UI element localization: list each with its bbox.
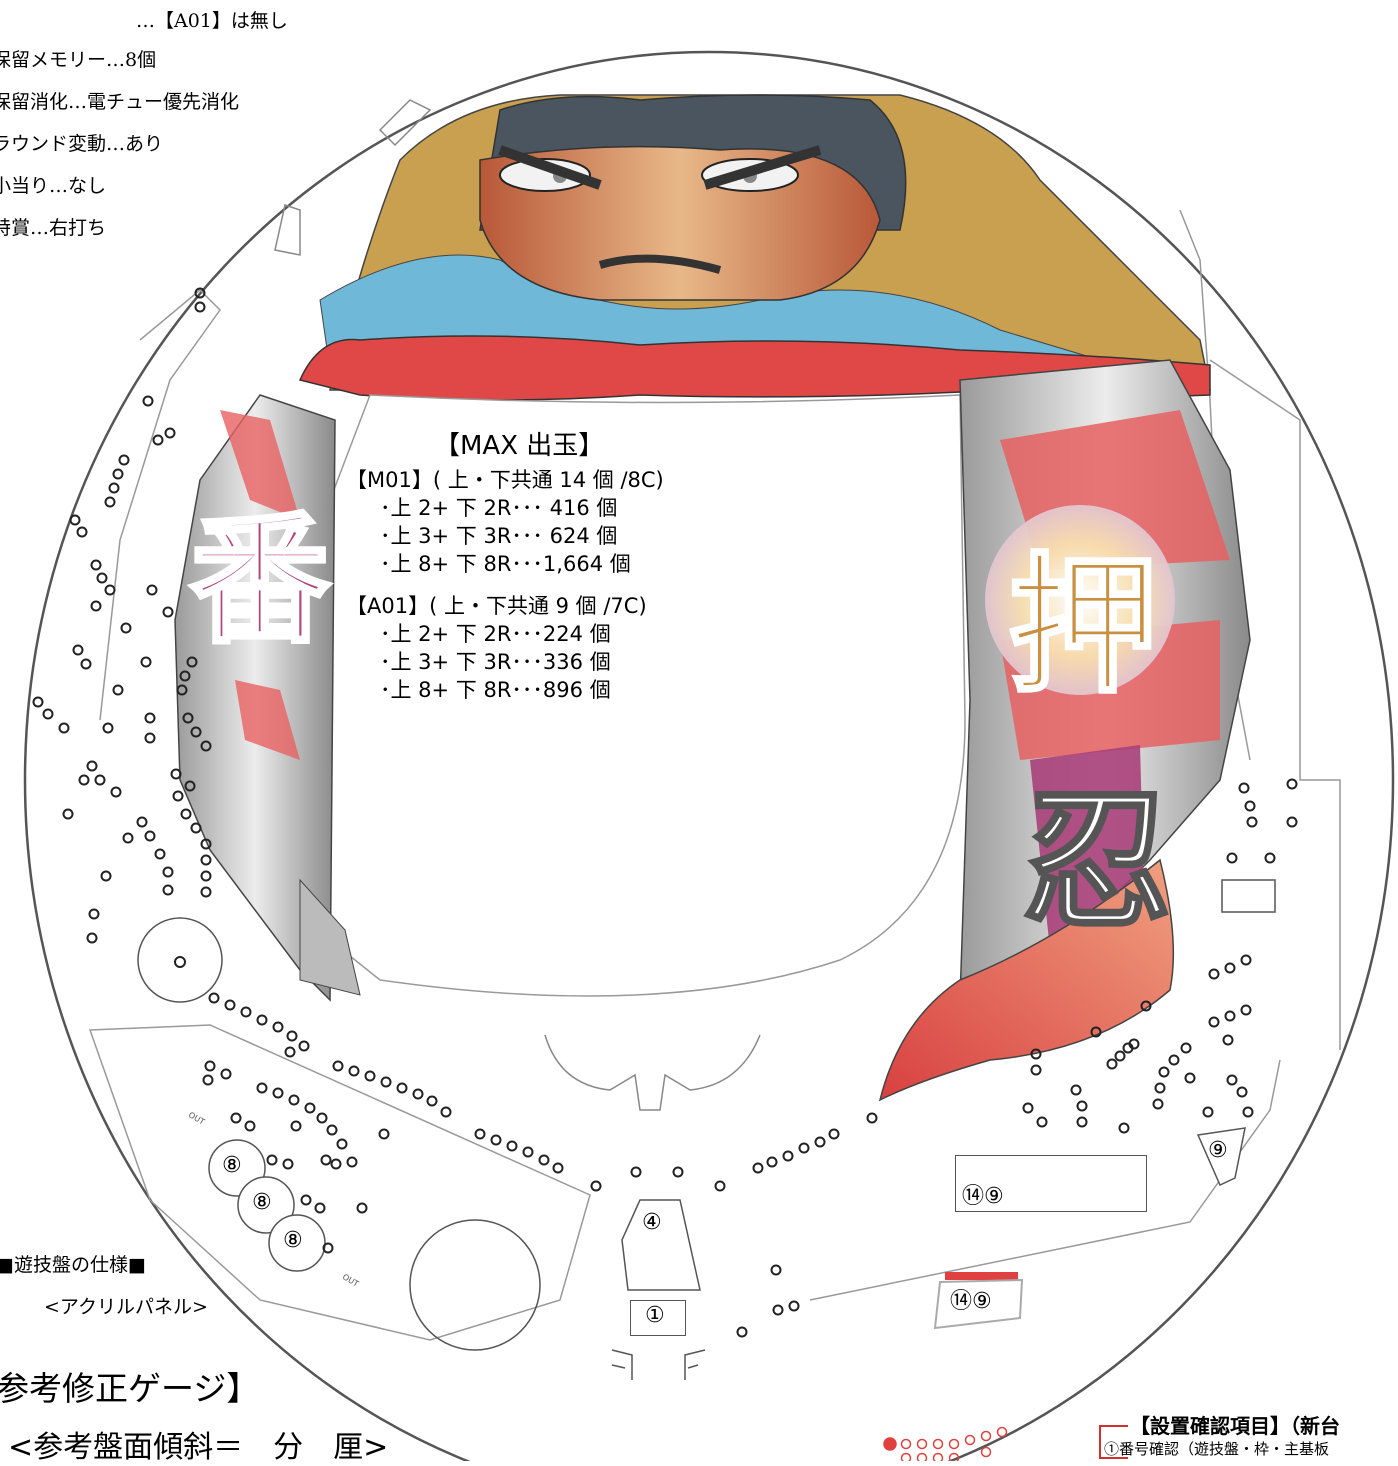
m01-line-1: ･上 2+ 下 2R･･･ 416 個 [380, 496, 618, 520]
gauge-title: 参考修正ゲージ】 [0, 1369, 260, 1408]
right-gimmick-kanji-bottom: 忍 [1020, 772, 1173, 951]
spec-special: 特賞…右打ち [0, 217, 107, 239]
face-brow [498, 145, 822, 190]
gate-1-box [630, 1300, 686, 1336]
bottom-guide-right [684, 1349, 706, 1380]
max-output-panel: 【MAX 出玉】 【M01】( 上・下共通 14 個 /8C) ･上 2+ 下 … [346, 425, 664, 704]
m01-line-3: ･上 8+ 下 8R･･･1,664 個 [380, 552, 631, 576]
attacker-red-bar [945, 1272, 1018, 1280]
m01-header: 【M01】( 上・下共通 14 個 /8C) [346, 468, 664, 492]
spec-a01-none: …【A01】は無し [136, 10, 288, 32]
nail-pins [32, 287, 1298, 1338]
install-check-title: 【設置確認項目】（新台 [1130, 1414, 1340, 1438]
lcd-window [329, 394, 966, 997]
start-pocket-shape [621, 1199, 701, 1291]
attacker-frame [933, 1278, 1024, 1330]
attacker-14-9-label: ⑭⑨ [950, 1289, 992, 1314]
a01-line-2: ･上 3+ 下 3R･･･336 個 [380, 650, 611, 674]
right-kanji-halo [985, 505, 1175, 695]
right-box-14-9-label: ⑭⑨ [962, 1184, 1004, 1209]
face-mustache [598, 254, 722, 274]
tilt-label: <参考盤面傾斜＝ 分 厘> [8, 1430, 389, 1465]
install-box-lamps [883, 1426, 1008, 1461]
acrylic-panel-label: <アクリルパネル> [44, 1296, 208, 1318]
left-lower-rail [88, 1024, 591, 1341]
board-spec-heading: ■遊技盤の仕様■ [0, 1254, 146, 1276]
pocket-8-marker-3: ⑧ [283, 1228, 303, 1253]
side-pocket-9-marker: ⑨ [1208, 1138, 1228, 1163]
spec-hold-memory: 保留メモリー…8個 [0, 49, 157, 71]
install-bracket [1099, 1425, 1128, 1459]
gate-1-marker: ① [645, 1303, 665, 1328]
right-device-box [1221, 879, 1276, 913]
face-eye-left [499, 158, 591, 192]
pocket-8-marker-1: ⑧ [222, 1153, 242, 1178]
install-check-item-1: ①番号確認（遊技盤・枠・主基板 [1104, 1440, 1330, 1458]
m01-line-2: ･上 3+ 下 3R･･･ 624 個 [380, 524, 618, 548]
bottom-guide-left [611, 1349, 633, 1380]
a01-line-1: ･上 2+ 下 2R･･･224 個 [380, 622, 611, 646]
left-launch-circle [137, 917, 223, 1003]
lower-left-circle [409, 1219, 541, 1351]
start-pocket-4-marker: ④ [642, 1210, 662, 1235]
a01-header: 【A01】( 上・下共通 9 個 /7C) [346, 594, 647, 618]
right-lower-flame [878, 858, 1175, 1102]
board-outer-frame [23, 50, 1395, 1461]
max-output-title: 【MAX 出玉】 [434, 431, 605, 461]
center-bottom-shape [544, 1034, 761, 1111]
right-box-14-9 [955, 1155, 1147, 1212]
left-lamp [274, 204, 301, 256]
spec-hold-consume: 保留消化…電チュー優先消化 [0, 91, 240, 113]
spec-small-hit: 小当り…なし [0, 175, 107, 197]
left-gimmick-kanji: 番 [188, 497, 332, 665]
top-left-lamp [378, 99, 432, 147]
left-inner-rail [99, 288, 221, 721]
a01-line-3: ･上 8+ 下 8R･･･896 個 [380, 678, 611, 702]
right-gimmick-kanji-top: 押 [1006, 537, 1159, 716]
spec-round-change: ラウンド変動…あり [0, 133, 164, 155]
pocket-8-marker-2: ⑧ [252, 1190, 272, 1215]
